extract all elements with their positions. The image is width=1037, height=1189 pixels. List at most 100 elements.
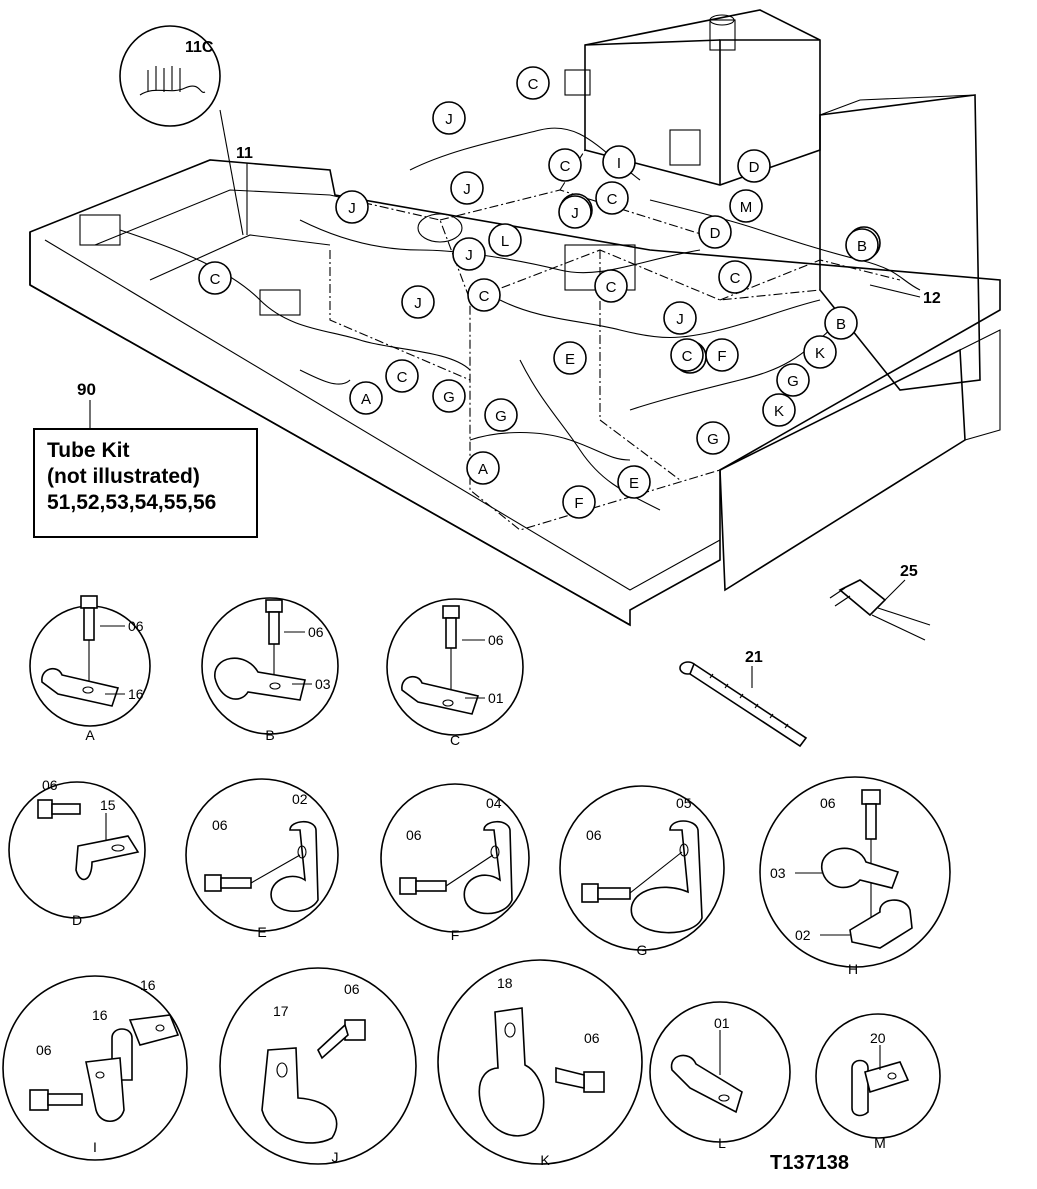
marker-letter: C [682,348,693,365]
marker-circle [729,189,763,223]
detail-b-letter: B [265,727,274,743]
marker-letter: J [465,247,473,264]
marker-letter: A [478,461,488,478]
marker-letter: M [740,199,753,216]
item-21-cable-tie: 21 [679,649,808,748]
marker-circle [198,261,232,295]
marker-letter: B [836,316,846,333]
marker-circle [762,393,796,427]
a-part-label: 16 [128,686,144,702]
marker-letter: G [707,431,719,448]
callout-25: 25 [900,563,918,580]
callout-12-group: 12 [869,284,941,307]
detail-k: 18 06 K [437,959,643,1168]
e-part-label: 02 [292,791,308,807]
callout-11c: 11C [185,39,214,56]
marker-letter: A [361,391,371,408]
detail-k-letter: K [540,1152,550,1168]
marker-circle [349,381,383,415]
marker-circle [466,451,500,485]
h-bolt-label: 06 [820,795,836,811]
marker-circle [558,195,592,229]
detail-h-letter: H [848,961,858,977]
marker-letter: C [606,279,617,296]
f-part-label: 04 [486,795,502,811]
detail-c-letter: C [450,732,460,748]
marker-letter: F [717,348,726,365]
callout-21: 21 [745,649,763,666]
marker-circle [594,269,628,303]
c-part-label: 01 [488,690,504,706]
g-part-label: 05 [676,795,692,811]
detail-l: 01 L [649,1001,791,1151]
marker-circle [432,101,466,135]
callout-12: 12 [923,290,941,307]
d-bolt-label: 06 [42,777,58,793]
marker-circle [385,359,419,393]
marker-circle [696,421,730,455]
marker-letter: D [749,159,760,176]
detail-d-letter: D [72,912,82,928]
tube-kit-line3: 51,52,53,54,55,56 [47,491,217,514]
marker-circle [401,285,435,319]
marker-circle [484,398,518,432]
marker-letter: G [787,373,799,390]
k-part-label: 18 [497,975,513,991]
marker-circle [737,149,771,183]
marker-letter: B [857,238,867,255]
detail-e: 06 02 E [185,778,339,940]
marker-circle [432,379,466,413]
marker-letter: C [479,288,490,305]
detail-a: 06 16 A [29,595,151,743]
marker-letter: E [565,351,575,368]
main-view-markers: CJCJJJJICDMDJCCJLCCHCECFJBKACGGKGAEFGB [198,66,881,519]
marker-letter: C [210,271,221,288]
detail-f: 06 04 F [380,783,530,943]
marker-letter: J [571,205,579,222]
h-lower-label: 02 [795,927,811,943]
detail-b: 06 03 B [201,597,339,743]
f-bolt-label: 06 [406,827,422,843]
detail-f-letter: F [451,927,460,943]
detail-11c-inset: 11C 11 [119,25,253,236]
machine-frame [29,9,1001,627]
marker-circle [595,181,629,215]
marker-circle [562,485,596,519]
marker-letter: G [495,408,507,425]
figure-id: T137138 [770,1152,849,1174]
detail-i: 16 16 06 I [2,975,188,1161]
marker-circle [553,341,587,375]
marker-letter: I [617,155,621,172]
detail-a-letter: A [85,727,95,743]
callout-11: 11 [236,145,253,162]
m-part-label: 20 [870,1030,886,1046]
j-part-label: 17 [273,1003,289,1019]
marker-circle [718,260,752,294]
detail-g: 06 05 G [559,785,725,958]
marker-letter: L [501,233,509,250]
marker-circle [452,237,486,271]
detail-g-letter: G [637,942,648,958]
d-part-label: 15 [100,797,116,813]
marker-circle [705,338,739,372]
marker-letter: G [443,389,455,406]
marker-letter: J [463,181,471,198]
marker-circle [450,171,484,205]
a-bolt-label: 06 [128,618,144,634]
e-bolt-label: 06 [212,817,228,833]
item-25-connector: 25 [829,563,931,641]
marker-circle [670,338,704,372]
marker-circle [516,66,550,100]
detail-c: 06 01 C [386,598,524,748]
j-bolt-label: 06 [344,981,360,997]
marker-letter: J [676,311,684,328]
marker-circle [824,306,858,340]
marker-circle [548,148,582,182]
b-part-label: 03 [315,676,331,692]
marker-circle [335,190,369,224]
l-part-label: 01 [714,1015,730,1031]
marker-letter: J [414,295,422,312]
i-lower-label: 16 [92,1007,108,1023]
detail-j: 17 06 J [219,967,417,1165]
